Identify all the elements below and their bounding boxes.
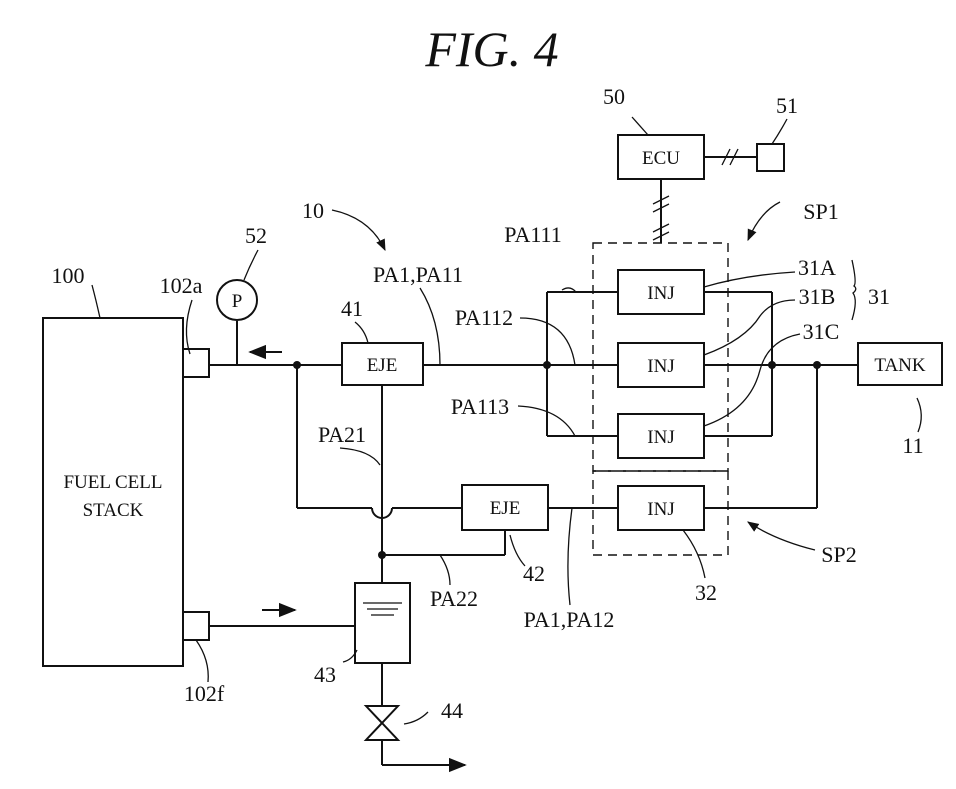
leader-100 (92, 285, 100, 318)
leader-31b (704, 300, 795, 355)
ref-32: 32 (695, 580, 717, 605)
drain-valve-44 (366, 706, 398, 740)
ref-51: 51 (776, 93, 798, 118)
ejector-41-label: EJE (367, 355, 398, 376)
leader-102a (186, 300, 192, 354)
leader-102f (196, 640, 208, 682)
label-pa111: PA111 (504, 222, 561, 247)
ref-44: 44 (441, 698, 463, 723)
pointer-sp1 (748, 202, 780, 240)
fuel-cell-stack-label-line1: FUEL CELL (63, 472, 162, 493)
leader-11 (917, 398, 921, 432)
leader-pa22 (440, 555, 450, 585)
leader-31c (704, 334, 800, 426)
device-51-box (757, 144, 784, 171)
label-pa113: PA113 (451, 394, 509, 419)
junction-dot-4 (813, 361, 821, 369)
injector-31a-label: INJ (647, 283, 674, 304)
ref-31: 31 (868, 284, 890, 309)
gas-liquid-separator-43 (355, 583, 410, 663)
ref-sp2: SP2 (821, 542, 856, 567)
leader-pa1-pa12 (568, 508, 572, 605)
pointer-sp2 (748, 522, 815, 550)
leader-51 (772, 119, 787, 144)
ref-31c: 31C (803, 319, 840, 344)
junction-dot-5 (378, 551, 386, 559)
ref-100: 100 (52, 263, 85, 288)
label-pa22: PA22 (430, 586, 478, 611)
leader-32 (683, 530, 705, 578)
bracket-31 (852, 260, 856, 320)
ref-41: 41 (341, 296, 363, 321)
ejector-42-label: EJE (490, 498, 521, 519)
ref-sp1: SP1 (803, 199, 838, 224)
figure-title: FIG. 4 (424, 21, 558, 77)
junction-dot-2 (543, 361, 551, 369)
ref-102a: 102a (160, 273, 203, 298)
ref-102f: 102f (184, 681, 225, 706)
pointer-10 (332, 210, 385, 250)
ref-42: 42 (523, 561, 545, 586)
label-pa1-pa11: PA1,PA11 (373, 262, 463, 287)
ref-11: 11 (902, 433, 923, 458)
junction-dot-3 (768, 361, 776, 369)
ecu-label: ECU (642, 148, 680, 169)
ref-31a: 31A (798, 255, 836, 280)
leader-31a (704, 272, 795, 287)
ref-31b: 31B (799, 284, 836, 309)
pressure-sensor-label: P (232, 291, 243, 312)
outlet-port-102f (183, 612, 209, 640)
injector-31b-label: INJ (647, 356, 674, 377)
tank-label: TANK (874, 355, 926, 376)
label-pa1-pa12: PA1,PA12 (524, 607, 615, 632)
leader-41 (355, 322, 368, 343)
fuel-cell-stack-label-line2: STACK (83, 500, 144, 521)
leader-52 (244, 250, 258, 280)
label-pa112: PA112 (455, 305, 513, 330)
leader-pa21 (340, 448, 380, 465)
ref-52: 52 (245, 223, 267, 248)
ref-10: 10 (302, 198, 324, 223)
label-pa21: PA21 (318, 422, 366, 447)
inlet-port-102a (183, 349, 209, 377)
ref-50: 50 (603, 84, 625, 109)
junction-dot-1 (293, 361, 301, 369)
ref-43: 43 (314, 662, 336, 687)
leader-44 (404, 712, 428, 724)
injector-31c-label: INJ (647, 427, 674, 448)
injector-32-label: INJ (647, 499, 674, 520)
leader-50 (632, 117, 648, 135)
